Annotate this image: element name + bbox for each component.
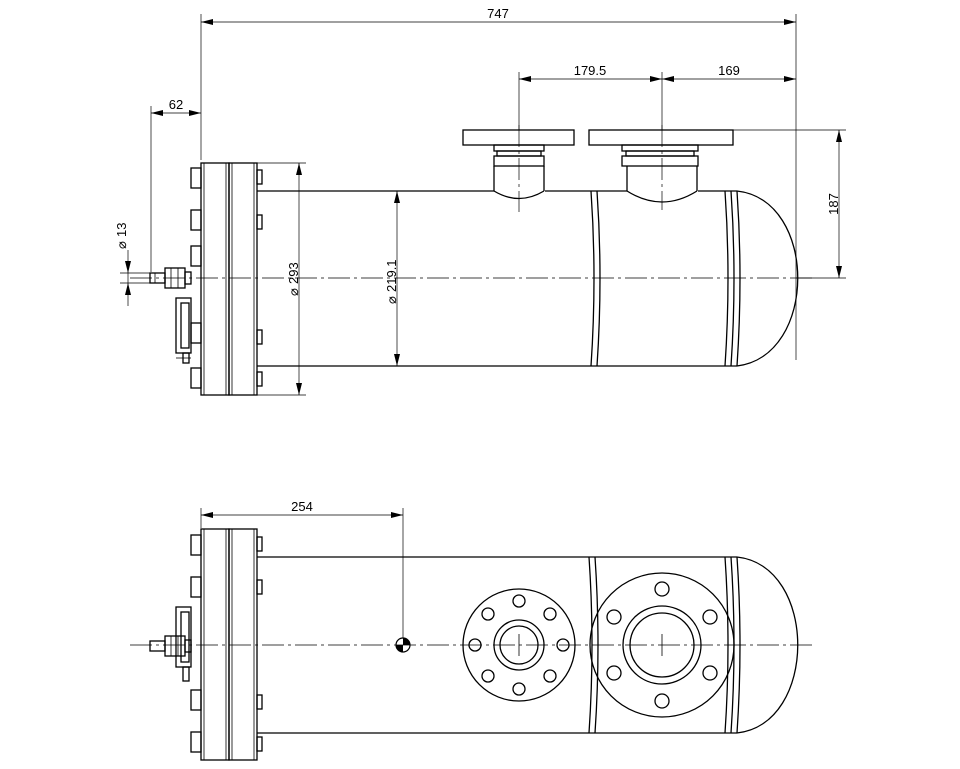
dim-13: 13 [114,223,129,237]
dim-293: 293 [286,262,301,284]
main-flange [149,162,263,396]
plan-view: 254 [130,499,815,761]
plan-main-flange [149,528,263,761]
dimension-flange-thickness: 62 [150,97,201,272]
connector-box [175,297,192,364]
dimension-plan-offset: 254 [200,499,404,638]
dimension-nozzle-spacing: 179.5 169 [518,63,796,130]
shell-body [257,190,799,367]
diameter-symbol-icon: ⌀ [384,296,399,304]
diameter-symbol-icon: ⌀ [286,288,301,296]
dim-187: 187 [826,193,841,215]
dim-254: 254 [291,499,313,514]
dim-179-5: 179.5 [574,63,607,78]
diameter-symbol-icon: ⌀ [114,241,129,249]
dim-169: 169 [718,63,740,78]
plan-flange-bolt-nuts [190,534,263,753]
dimension-overall-length: 747 [200,6,797,360]
dim-219-1: 219.1 [384,259,399,292]
dim-747: 747 [487,6,509,21]
nozzle-1 [462,129,575,200]
dimension-flange-diameter: ⌀ 293 [257,162,306,396]
dimension-shell-diameter: ⌀ 219.1 [384,191,400,366]
plan-connector-box [175,606,192,682]
dimension-nozzle-height: 187 [733,129,846,279]
side-view: 747 179.5 169 62 [114,6,846,396]
plan-gland-fitting [149,635,192,657]
dimension-connector-diameter: ⌀ 13 [114,223,150,306]
flange-bolt-nuts [190,167,263,389]
dim-62: 62 [169,97,183,112]
